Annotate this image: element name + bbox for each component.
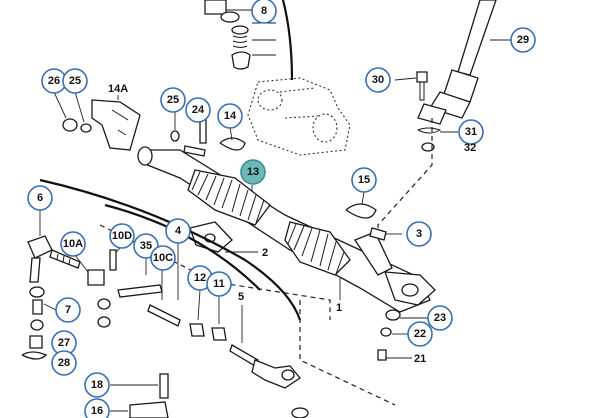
bracket-14a	[53, 91, 141, 151]
callout-6[interactable]: 6	[27, 185, 53, 211]
callout-14[interactable]: 14	[217, 103, 243, 129]
callout-10a[interactable]: 10A	[60, 231, 86, 257]
assembly-guide-line	[377, 118, 433, 240]
callout-15[interactable]: 15	[351, 167, 377, 193]
callout-label: 12	[194, 272, 206, 284]
label-5: 5	[238, 291, 244, 303]
tie-rod-5	[229, 305, 301, 389]
callout-label: 25	[167, 94, 179, 106]
callout-label: 6	[37, 192, 43, 204]
small-hardware-top	[170, 112, 246, 157]
callout-8[interactable]: 8	[251, 0, 277, 24]
callout-label: 30	[372, 74, 384, 86]
clamp-and-screw	[345, 191, 402, 241]
small-hardware-bottom	[21, 335, 309, 418]
label-32: 32	[464, 142, 476, 154]
callout-23[interactable]: 23	[427, 305, 453, 331]
callout-10d[interactable]: 10D	[109, 223, 135, 249]
body-outline-curve	[39, 178, 302, 321]
callout-18[interactable]: 18	[84, 372, 110, 398]
callout-label: 13	[247, 166, 259, 178]
callout-3[interactable]: 3	[406, 221, 432, 247]
callout-label: 31	[465, 126, 477, 138]
callout-label: 25	[69, 75, 81, 87]
callout-10c[interactable]: 10C	[150, 245, 176, 271]
small-hardware-left	[29, 245, 181, 331]
label-14a: 14A	[108, 83, 128, 95]
callout-label: 27	[58, 337, 70, 349]
callout-label: 10A	[63, 238, 83, 250]
phantom-pump-outline	[247, 77, 351, 156]
intermediate-shaft	[394, 0, 511, 152]
callout-label: 7	[65, 304, 71, 316]
callout-label: 8	[261, 5, 267, 17]
callout-11[interactable]: 11	[206, 271, 232, 297]
callout-27[interactable]: 27	[51, 330, 77, 356]
callout-label: 22	[414, 328, 426, 340]
callout-label: 10D	[112, 230, 132, 242]
callout-label: 15	[358, 174, 370, 186]
callout-label: 10C	[153, 252, 173, 264]
callout-label: 28	[58, 357, 70, 369]
callout-25a[interactable]: 25	[62, 68, 88, 94]
nuts-12-11	[189, 289, 227, 341]
callout-16[interactable]: 16	[84, 398, 110, 418]
label-2: 2	[262, 247, 268, 259]
callout-24[interactable]: 24	[185, 97, 211, 123]
body-outline-curve-2	[104, 203, 261, 291]
callout-26[interactable]: 26	[41, 68, 67, 94]
callout-label: 35	[140, 240, 152, 252]
callout-31[interactable]: 31	[458, 119, 484, 145]
callout-label: 23	[434, 312, 446, 324]
callout-label: 4	[175, 225, 182, 237]
callout-label: 14	[224, 110, 237, 122]
steering-rack-housing	[137, 146, 436, 313]
callout-label: 29	[517, 34, 529, 46]
callout-label: 16	[91, 405, 103, 417]
callout-22[interactable]: 22	[407, 321, 433, 347]
valve-spring-assembly	[204, 0, 294, 81]
callout-label: 26	[48, 75, 60, 87]
callout-7[interactable]: 7	[55, 297, 81, 323]
callout-4[interactable]: 4	[165, 218, 191, 244]
label-1: 1	[336, 302, 342, 314]
label-21: 21	[414, 353, 426, 365]
callout-13[interactable]: 13	[240, 159, 266, 185]
callout-label: 11	[213, 278, 225, 290]
callout-29[interactable]: 29	[510, 27, 536, 53]
callout-label: 3	[416, 228, 422, 240]
callout-28[interactable]: 28	[51, 350, 77, 376]
callout-label: 18	[91, 379, 103, 391]
tie-rod-end	[27, 210, 81, 283]
callout-label: 24	[192, 104, 205, 116]
callout-30[interactable]: 30	[365, 67, 391, 93]
small-hardware-right	[377, 309, 428, 361]
callout-25b[interactable]: 25	[160, 87, 186, 113]
